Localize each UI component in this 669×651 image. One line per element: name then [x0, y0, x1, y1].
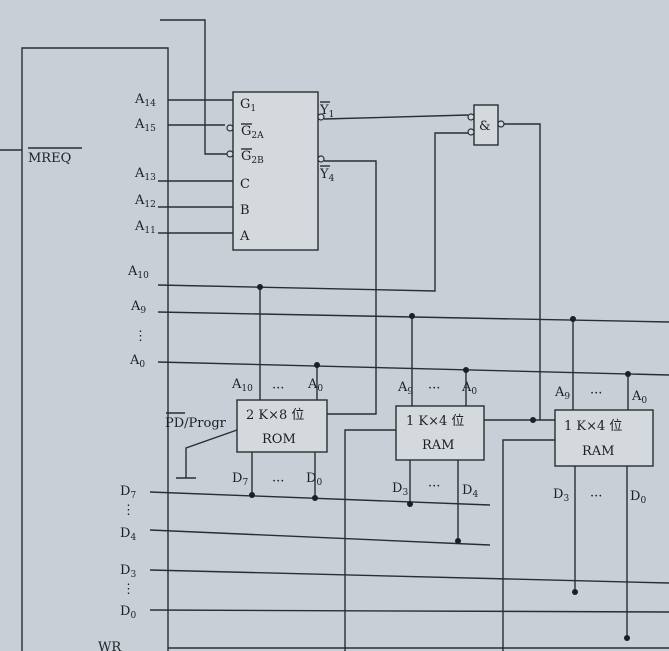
- pin-d4: D4: [120, 526, 136, 543]
- svg-text:A0: A0: [129, 353, 145, 370]
- ram2-type: RAM: [582, 444, 615, 459]
- rom-data-d7: D7: [232, 471, 248, 488]
- svg-text:A11: A11: [134, 219, 156, 236]
- svg-text:C: C: [240, 177, 250, 192]
- svg-text:D3: D3: [553, 487, 569, 504]
- ram1-data-d4: D4: [462, 483, 478, 500]
- pin-a9: A9: [130, 299, 146, 316]
- pin-a14: A14: [134, 92, 156, 109]
- svg-text:D7: D7: [232, 471, 248, 488]
- cpu-data-labels: D7 ⋮ D4 D3 ⋮ D0: [120, 484, 136, 621]
- ram1-addr-a9: A9: [397, 380, 413, 397]
- svg-text:A10: A10: [127, 264, 149, 281]
- pin-a12: A12: [134, 193, 156, 210]
- pin-d7: D7: [120, 484, 136, 501]
- and-gate-symbol: &: [479, 119, 491, 134]
- data-ellipsis-lower: ⋮: [122, 582, 135, 597]
- pin-a15: A15: [134, 117, 156, 134]
- rom-dots-bottom: ···: [272, 474, 284, 489]
- cpu-block: MREQ WR: [0, 47, 169, 651]
- pin-a13: A13: [134, 166, 156, 183]
- svg-text:A9: A9: [130, 299, 146, 316]
- rom-addr-a0: A0: [307, 377, 323, 394]
- rom-dots-top: ···: [272, 381, 284, 396]
- pin-d3: D3: [120, 563, 136, 580]
- and-gate: &: [467, 104, 505, 146]
- pin-a10: A10: [127, 264, 149, 281]
- ram2-dots-top: ···: [590, 386, 602, 401]
- ram1-type: RAM: [422, 438, 455, 453]
- rom-data-d0: D0: [306, 471, 322, 488]
- pin-d0: D0: [120, 604, 136, 621]
- svg-text:D0: D0: [120, 604, 136, 621]
- cpu-address-labels: A14 A15 A13 A12 A11 A10 A9 ⋮ A0: [127, 92, 156, 370]
- ram2-capacity: 1 K×4 位: [564, 419, 622, 434]
- svg-text:A10: A10: [231, 377, 253, 394]
- mreq-label: MREQ: [28, 151, 71, 166]
- svg-text:D3: D3: [392, 481, 408, 498]
- svg-text:D0: D0: [306, 471, 322, 488]
- wiring: [149, 19, 669, 651]
- svg-text:A15: A15: [134, 117, 156, 134]
- ram2-addr-a0: A0: [631, 389, 647, 406]
- ram1-dots-top: ···: [428, 381, 440, 396]
- svg-text:A9: A9: [554, 385, 570, 402]
- addr-ellipsis: ⋮: [134, 329, 147, 344]
- ram1-dots-bottom: ···: [428, 479, 440, 494]
- decoder-in-b: B: [240, 203, 250, 218]
- rom-capacity: 2 K×8 位: [246, 408, 304, 423]
- ram-chip-2: 1 K×4 位 RAM ··· ··· A9 A0 D3 D0: [553, 385, 654, 506]
- svg-text:D0: D0: [630, 489, 646, 506]
- ram-chip-1: 1 K×4 位 RAM ··· ··· A9 A0 D3 D4: [392, 380, 485, 500]
- ram2-data-d3: D3: [553, 487, 569, 504]
- svg-text:B: B: [240, 203, 250, 218]
- ram1-data-d3: D3: [392, 481, 408, 498]
- svg-text:A14: A14: [134, 92, 156, 109]
- wr-label: WR: [98, 640, 122, 651]
- pin-a0: A0: [129, 353, 145, 370]
- svg-text:D3: D3: [120, 563, 136, 580]
- ram1-capacity: 1 K×4 位: [406, 414, 464, 429]
- svg-text:D4: D4: [462, 483, 478, 500]
- ram2-addr-a9: A9: [554, 385, 570, 402]
- junction-dots: [249, 284, 631, 641]
- rom-chip: 2 K×8 位 ROM ··· ··· A10 A0 D7 D0 PD/Prog…: [165, 377, 328, 489]
- svg-text:A0: A0: [307, 377, 323, 394]
- rom-addr-a10: A10: [231, 377, 253, 394]
- decoder-in-c: C: [240, 177, 250, 192]
- decoder-out-y4: Y4: [319, 165, 335, 184]
- svg-text:A13: A13: [134, 166, 156, 183]
- data-ellipsis-upper: ⋮: [122, 503, 135, 518]
- svg-text:A12: A12: [134, 193, 156, 210]
- svg-text:D7: D7: [120, 484, 136, 501]
- svg-text:A: A: [239, 229, 250, 244]
- rom-type: ROM: [262, 432, 296, 447]
- pin-a11: A11: [134, 219, 156, 236]
- ram2-data-d0: D0: [630, 489, 646, 506]
- svg-text:A9: A9: [397, 380, 413, 397]
- ram2-dots-bottom: ···: [590, 489, 602, 504]
- svg-text:A0: A0: [461, 380, 477, 397]
- rom-pd-progr-label: PD/Progr: [165, 416, 227, 431]
- svg-text:D4: D4: [120, 526, 136, 543]
- decoder-in-a: A: [239, 229, 250, 244]
- decoder-block: G1 G2A G2B C B A Y1 Y4: [226, 91, 335, 251]
- svg-text:A0: A0: [631, 389, 647, 406]
- svg-text:Y4: Y4: [319, 167, 335, 184]
- ram1-addr-a0: A0: [461, 380, 477, 397]
